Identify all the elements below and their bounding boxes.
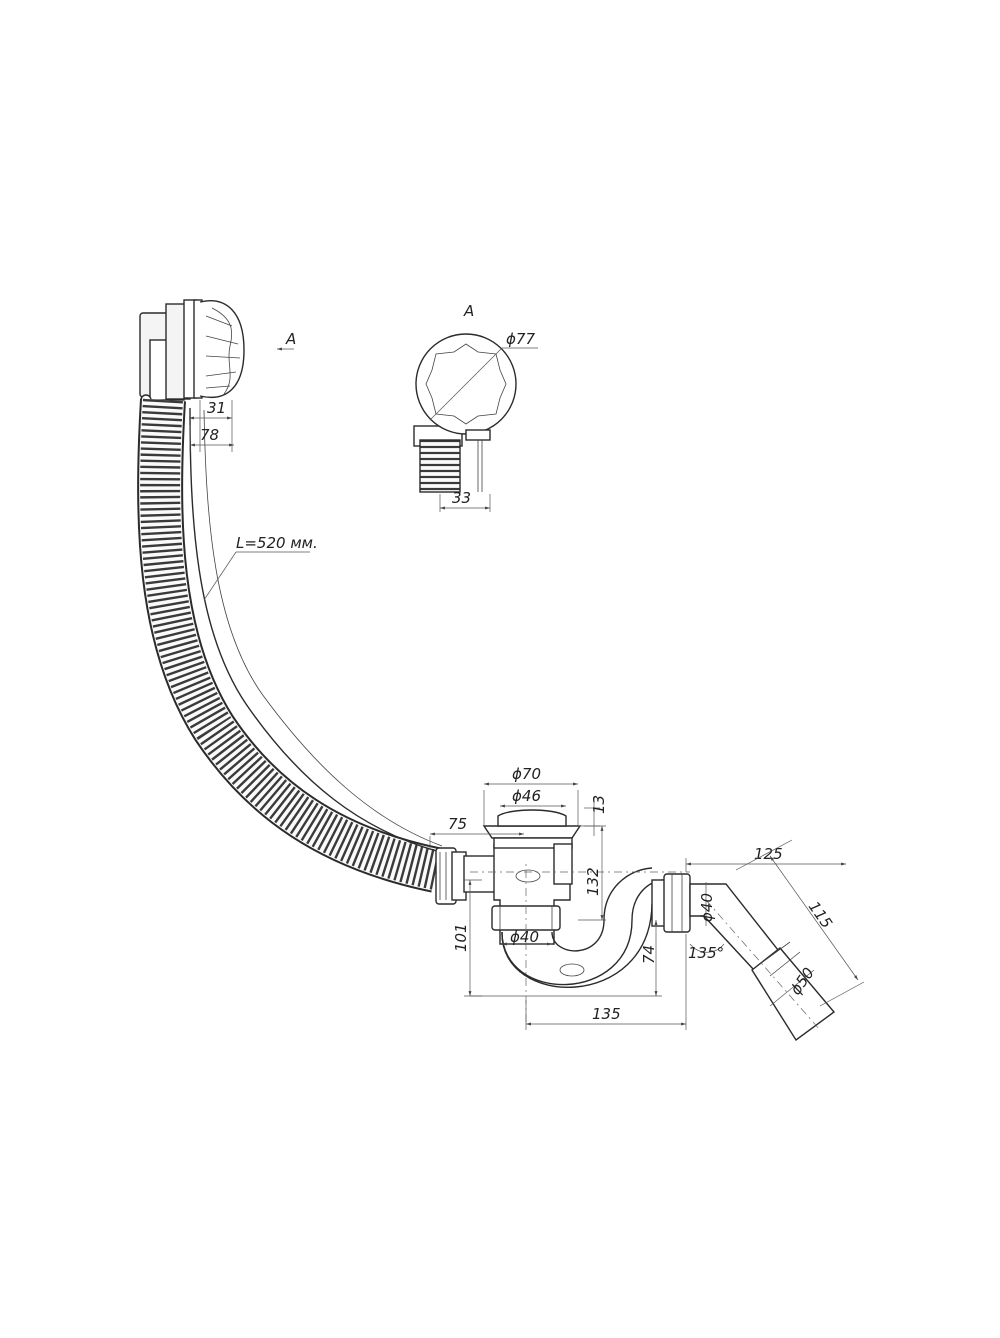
view-a-label: A bbox=[463, 302, 474, 320]
hose-length-callout: L=520 мм. bbox=[203, 534, 318, 601]
trap-dimensions: ϕ70 ϕ46 13 75 132 101 ϕ40 74 135 bbox=[429, 765, 865, 1030]
dim-13: 13 bbox=[590, 795, 608, 814]
dim-40-trap: ϕ40 bbox=[510, 928, 539, 946]
flexible-hose bbox=[137, 398, 443, 893]
dim-78: 78 bbox=[200, 426, 219, 444]
view-arrow-label: A bbox=[285, 330, 296, 348]
drain-trap bbox=[435, 809, 836, 1042]
dim-115: 115 bbox=[805, 898, 836, 932]
dimension-31-78: 31 78 bbox=[189, 399, 234, 452]
dim-31: 31 bbox=[207, 399, 226, 417]
dim-46: ϕ46 bbox=[512, 787, 541, 805]
dim-70: ϕ70 bbox=[512, 765, 541, 783]
dim-angle: 135° bbox=[688, 944, 724, 962]
dim-33: 33 bbox=[452, 489, 471, 507]
dim-135: 135 bbox=[592, 1005, 621, 1023]
dim-75: 75 bbox=[448, 815, 467, 833]
dim-101: 101 bbox=[452, 923, 470, 952]
hose-length-label: L=520 мм. bbox=[236, 534, 318, 552]
view-a: A ϕ77 33 bbox=[413, 302, 538, 512]
dim-40-outlet: ϕ40 bbox=[698, 893, 716, 922]
overflow-head bbox=[139, 299, 245, 406]
dim-77: ϕ77 bbox=[506, 330, 535, 348]
dim-74: 74 bbox=[640, 945, 658, 964]
view-arrow-a: A bbox=[277, 330, 296, 351]
dim-132: 132 bbox=[584, 867, 602, 896]
